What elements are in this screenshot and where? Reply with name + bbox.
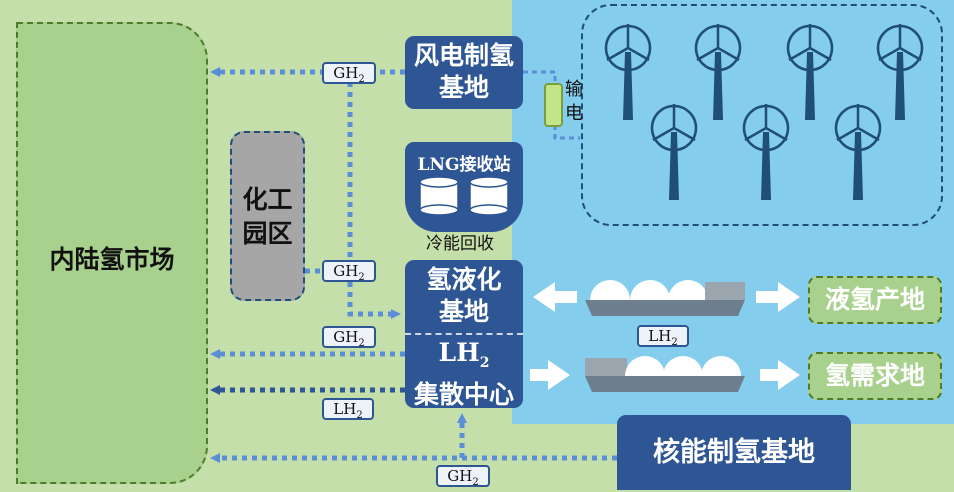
lh2-tag: LH2 bbox=[637, 325, 689, 348]
lng-tank-icons bbox=[419, 176, 509, 216]
transmission-label: 输 电 bbox=[565, 78, 589, 126]
chemical-park-label: 化工 园区 bbox=[230, 183, 305, 251]
hydrogen-liquefaction-base: 氢液化 基地 bbox=[405, 260, 523, 333]
wind-turbines bbox=[604, 24, 924, 200]
lng-tank-icon bbox=[469, 176, 509, 216]
gh2-tag: GH2 bbox=[322, 260, 376, 283]
lh2-center-line2: 集散中心 bbox=[413, 380, 514, 409]
lh2-tanker-ship-incoming bbox=[585, 280, 745, 316]
offshore-wind-farm bbox=[581, 4, 943, 226]
power-cable-line bbox=[523, 70, 580, 140]
lng-tank-icon bbox=[419, 176, 459, 216]
white-arrow-from-production bbox=[756, 282, 800, 312]
white-arrow-to-liquefaction bbox=[533, 282, 577, 312]
white-arrow-from-center bbox=[530, 360, 570, 390]
wind-turbine-icon bbox=[604, 24, 652, 120]
white-arrow-to-demand bbox=[760, 360, 800, 390]
chemical-park-box bbox=[230, 131, 305, 301]
transmission-label-line1: 输 bbox=[565, 79, 583, 100]
hydrogen-demand-site: 氢需求地 bbox=[808, 352, 942, 400]
battery-icon bbox=[544, 83, 563, 127]
chemical-park-label-line2: 园区 bbox=[242, 219, 293, 248]
gh2-tag: GH2 bbox=[322, 62, 376, 85]
lh2-center-line1: LH2 bbox=[405, 337, 523, 379]
wind-base-line2: 基地 bbox=[438, 73, 489, 102]
liquefaction-line1: 氢液化 bbox=[426, 265, 502, 294]
liquefaction-line2: 基地 bbox=[438, 297, 489, 326]
nuclear-hydrogen-base: 核能制氢基地 bbox=[617, 415, 851, 490]
wind-base-line1: 风电制氢 bbox=[413, 41, 514, 70]
lh2-center-sub: 2 bbox=[479, 355, 490, 371]
cold-energy-recovery-label: 冷能回收 bbox=[426, 234, 494, 254]
gh2-arrow-wind-to-liquefaction bbox=[347, 72, 401, 319]
wind-turbine-icon bbox=[742, 104, 790, 200]
transmission-label-line2: 电 bbox=[565, 103, 583, 124]
wind-turbine-icon bbox=[876, 24, 924, 120]
lh2-distribution-center: LH2 集散中心 bbox=[405, 333, 523, 409]
lh2-center-lh: LH bbox=[438, 338, 480, 367]
lh2-tanker-ship-outgoing bbox=[585, 356, 745, 392]
chemical-park-label-line1: 化工 bbox=[242, 185, 293, 214]
wind-turbine-icon bbox=[786, 24, 834, 120]
wind-turbine-icon bbox=[834, 104, 882, 200]
inland-market-region bbox=[16, 22, 208, 484]
inland-market-label: 内陆氢市场 bbox=[49, 245, 175, 274]
wind-turbine-icon bbox=[694, 24, 742, 120]
wind-hydrogen-base: 风电制氢 基地 bbox=[405, 36, 523, 109]
lng-terminal-label: LNG接收站 bbox=[417, 155, 511, 175]
gh2-tag: GH2 bbox=[436, 465, 490, 488]
wind-turbine-icon bbox=[650, 104, 698, 200]
lh2-tag: LH2 bbox=[322, 398, 374, 421]
gh2-tag: GH2 bbox=[322, 326, 376, 349]
liquid-hydrogen-production-site: 液氢产地 bbox=[808, 276, 942, 324]
